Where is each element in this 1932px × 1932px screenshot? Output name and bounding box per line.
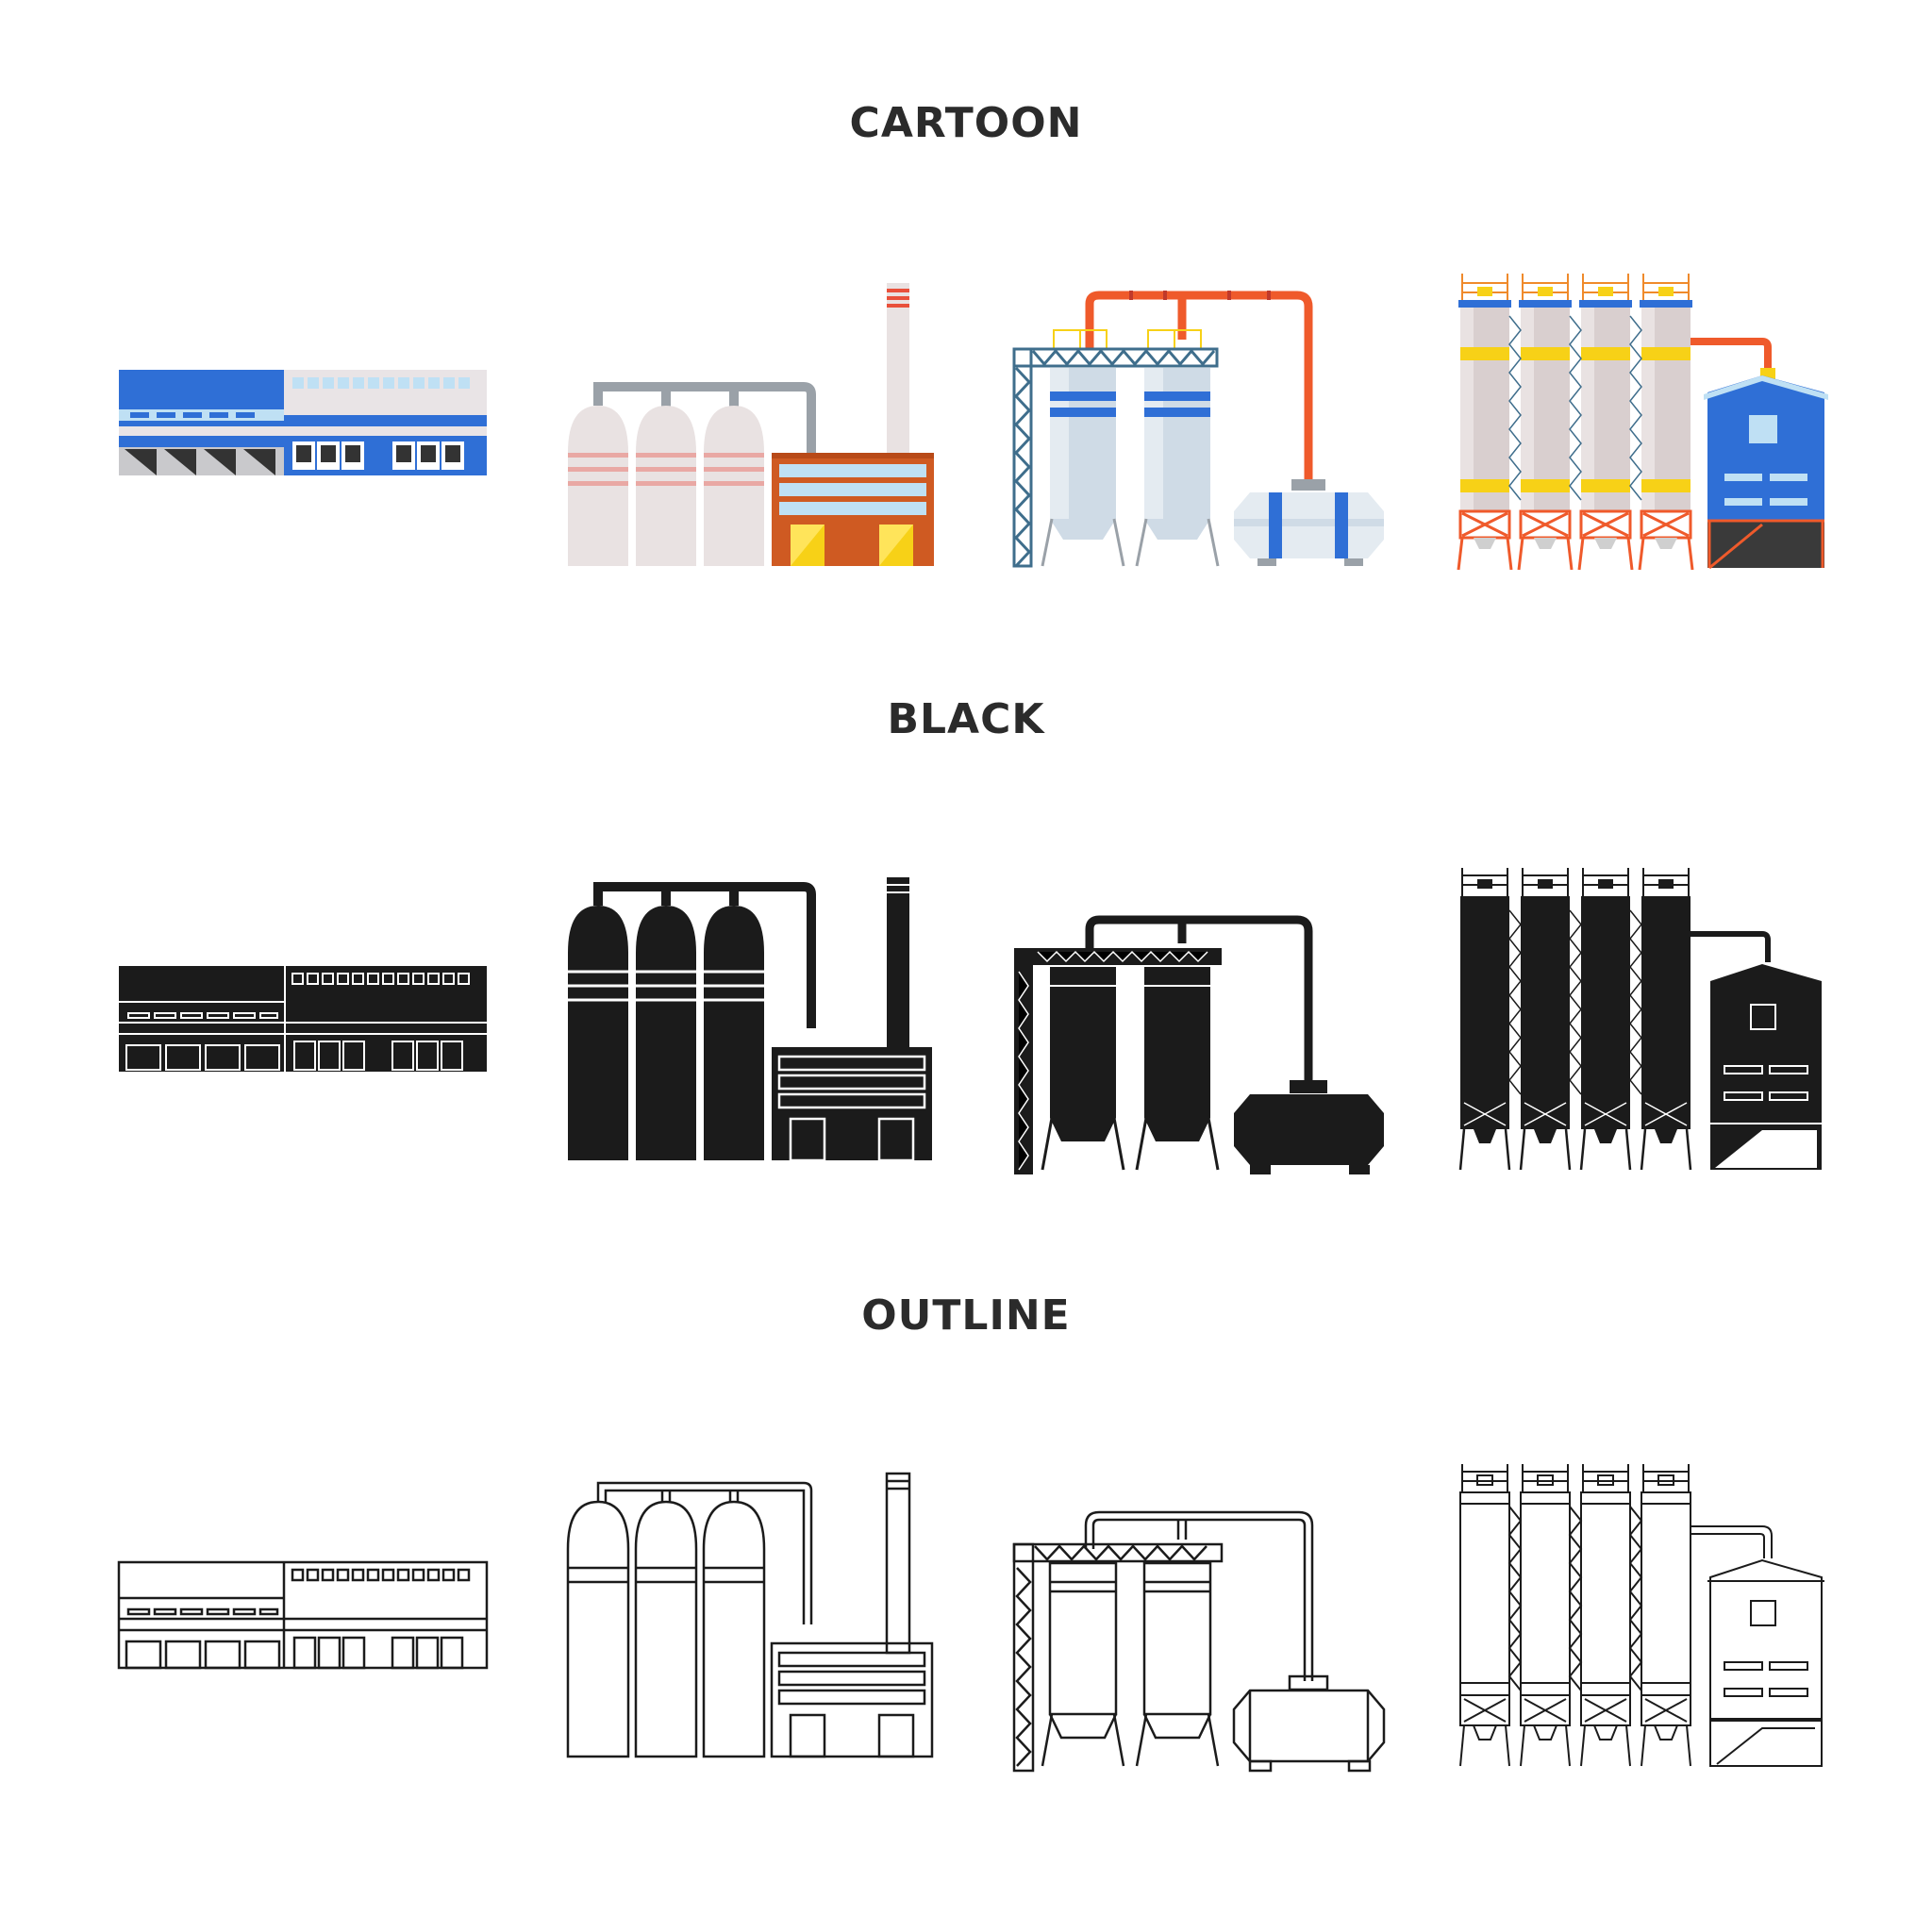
cement-plant-icon [1460, 868, 1822, 1170]
section-title-outline: OUTLINE [861, 1291, 1071, 1340]
section-title-black: BLACK [887, 695, 1045, 743]
warehouse-icon [117, 1560, 489, 1670]
tank-plant-icon [1014, 920, 1384, 1174]
warehouse-icon [118, 965, 488, 1073]
tank-plant-icon [1012, 1510, 1386, 1773]
cement-plant-icon [1457, 274, 1828, 571]
silo-factory-icon [568, 877, 932, 1160]
silo-factory-icon [568, 283, 934, 566]
warehouse-icon [119, 370, 487, 475]
silo-factory-icon [568, 1474, 932, 1757]
section-title-cartoon: CARTOON [849, 99, 1083, 147]
cement-plant-icon [1460, 1464, 1824, 1766]
tank-plant-icon [1012, 291, 1384, 568]
